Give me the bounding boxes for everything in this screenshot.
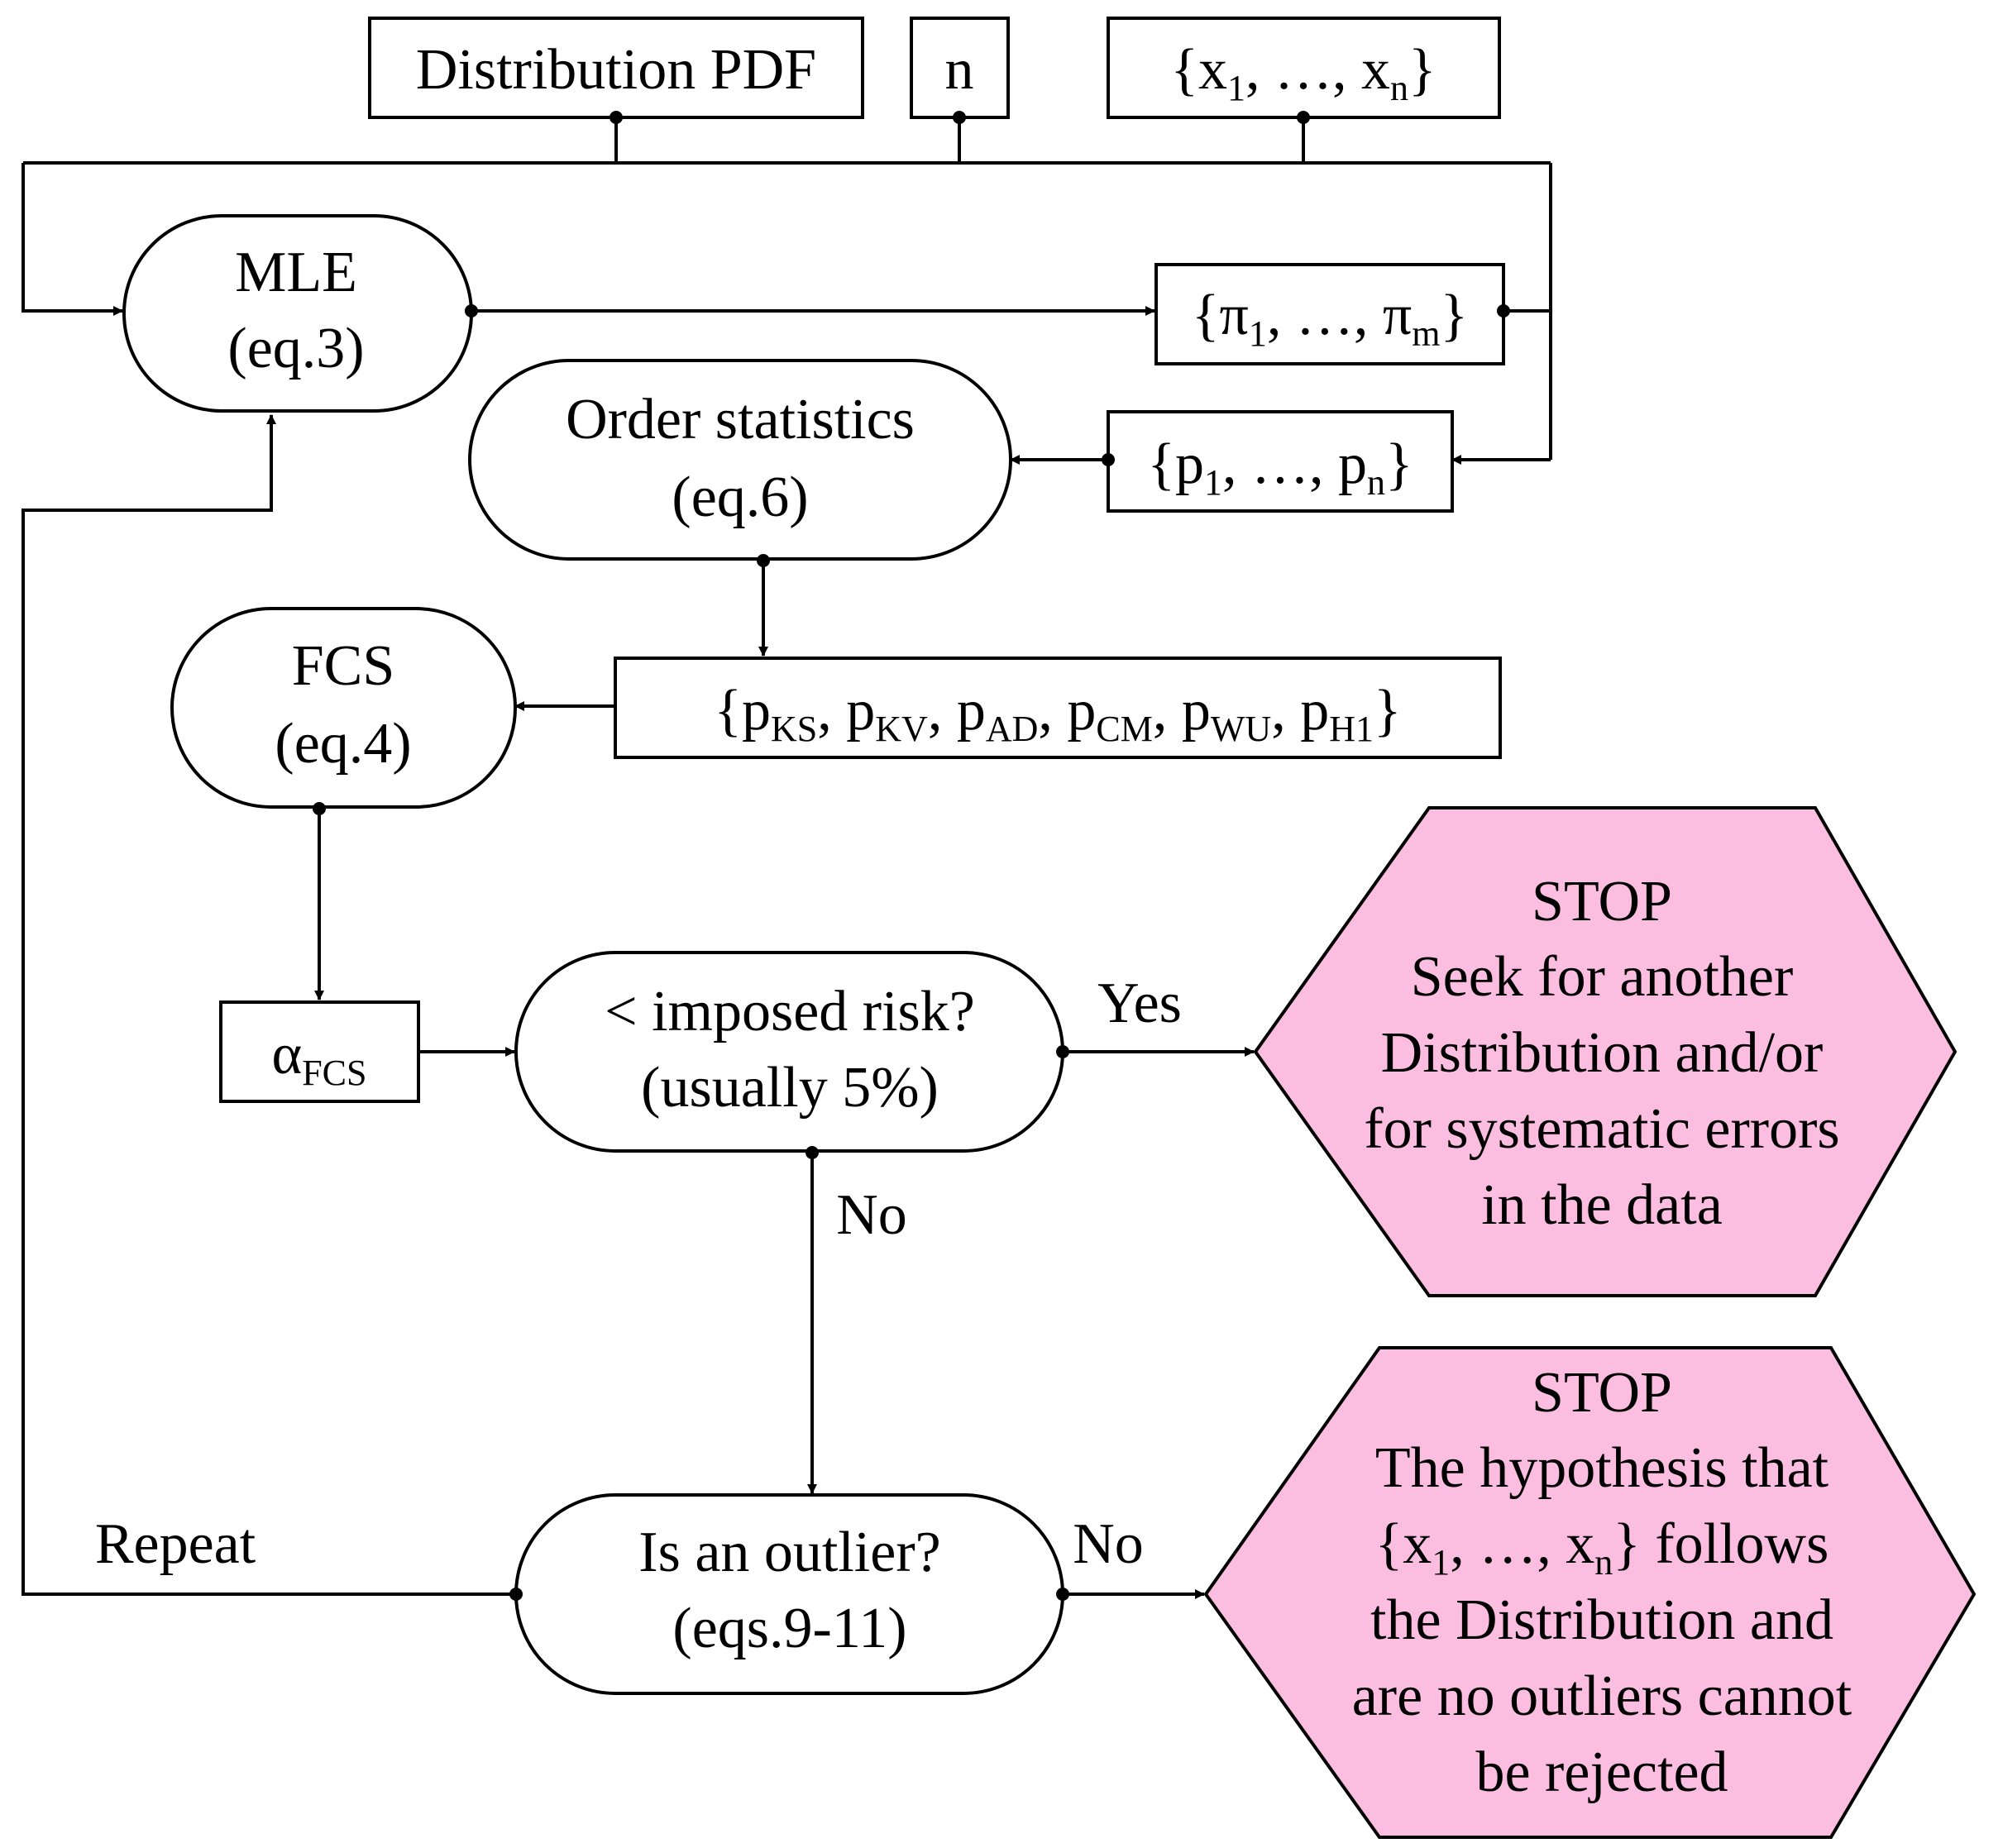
input-n-label: n [945, 38, 974, 102]
junction-dots [313, 111, 1510, 1601]
fcs-equation: (eq.4) [275, 712, 411, 776]
dot-order-out [757, 554, 770, 567]
dot-risk-yes [1056, 1045, 1069, 1058]
outlier-equation: (eqs.9-11) [672, 1597, 906, 1660]
stop-node-reject: STOP Seek for another Distribution and/o… [1253, 806, 1958, 1297]
arrow-repeat-loop [22, 414, 514, 1596]
params-box: {π1, …, πm} [1154, 263, 1505, 365]
arrow-bus-to-mle [22, 163, 123, 316]
dot-pdf [610, 111, 623, 124]
dot-fcs-out [313, 802, 326, 815]
probs-label: {p1, …, pn} [1147, 432, 1413, 503]
outlier-decision-node: Is an outlier? (eqs.9-11) [514, 1493, 1064, 1695]
stop2-line-1: STOP [1532, 1361, 1672, 1425]
dot-params-out [1497, 304, 1510, 318]
dot-outlier-repeat [509, 1588, 523, 1601]
order-statistics-equation: (eq.6) [672, 466, 808, 529]
risk-question: < imposed risk? [605, 980, 975, 1043]
input-n: n [910, 17, 1010, 119]
label-no-right: No [1073, 1512, 1144, 1576]
stop2-line-2: The hypothesis that [1375, 1436, 1829, 1500]
label-no-down: No [836, 1183, 907, 1247]
risk-note: (usually 5%) [641, 1056, 939, 1120]
connectors [22, 117, 1552, 1599]
alpha-box: αFCS [219, 1000, 420, 1103]
dot-n [953, 111, 966, 124]
dot-mle-out [465, 304, 478, 318]
stop1-line-5: in the data [1481, 1173, 1723, 1237]
fcs-node: FCS (eq.4) [170, 607, 517, 809]
fcs-title: FCS [292, 634, 395, 698]
input-distribution-pdf: Distribution PDF [368, 17, 864, 119]
dot-outlier-no [1056, 1588, 1069, 1601]
stop2-line-5: are no outliers cannot [1352, 1664, 1852, 1728]
mle-node: MLE (eq.3) [122, 214, 473, 413]
stop1-line-4: for systematic errors [1364, 1097, 1839, 1161]
stop2-line-4: the Distribution and [1370, 1588, 1833, 1652]
order-statistics-node: Order statistics (eq.6) [468, 359, 1012, 561]
input-sample: {x1, …, xn} [1107, 17, 1501, 119]
dot-probs-out [1102, 453, 1115, 466]
dot-risk-no [806, 1146, 819, 1159]
risk-decision-node: < imposed risk? (usually 5%) [514, 951, 1064, 1153]
mle-title: MLE [235, 241, 357, 304]
stop-hexagon-2 [1203, 1346, 1977, 1839]
stop1-line-3: Distribution and/or [1381, 1021, 1824, 1085]
label-repeat: Repeat [95, 1512, 256, 1576]
input-pdf-label: Distribution PDF [416, 38, 816, 102]
statistics-box: {pKS, pKV, pAD, pCM, pWU, pH1} [614, 657, 1502, 759]
stop2-line-6: be rejected [1475, 1741, 1728, 1804]
alpha-label: αFCS [272, 1023, 367, 1093]
label-yes: Yes [1097, 972, 1182, 1035]
stop2-line-3: {x1, …, xn} follows [1375, 1512, 1829, 1583]
stop1-line-1: STOP [1532, 870, 1672, 934]
params-label: {π1, …, πm} [1192, 284, 1468, 354]
stop1-line-2: Seek for another [1411, 945, 1794, 1009]
input-sample-label: {x1, …, xn} [1170, 38, 1436, 108]
probs-box: {p1, …, pn} [1107, 410, 1454, 513]
outlier-question: Is an outlier? [638, 1521, 940, 1584]
statistics-label: {pKS, pKV, pAD, pCM, pWU, pH1} [714, 679, 1401, 749]
stop-hexagon-1 [1253, 806, 1958, 1297]
stop-node-accept: STOP The hypothesis that {x1, …, xn} fol… [1203, 1346, 1977, 1839]
mle-equation: (eq.3) [227, 317, 364, 380]
order-statistics-title: Order statistics [566, 388, 915, 451]
dot-sample [1297, 111, 1310, 124]
